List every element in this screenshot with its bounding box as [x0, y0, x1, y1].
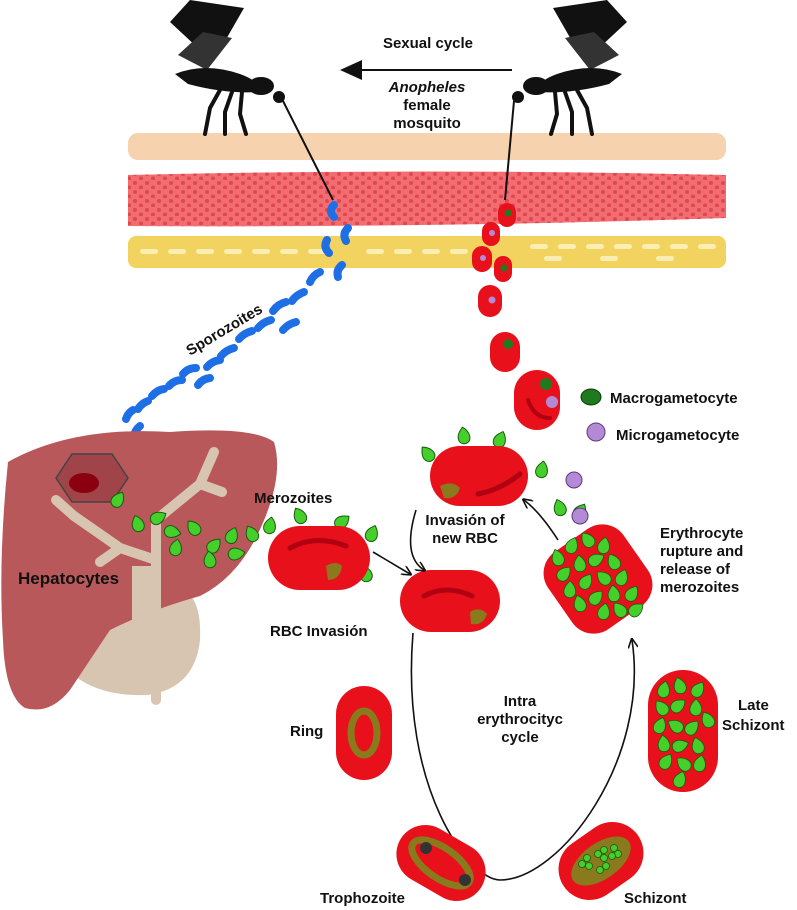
merozoites-label: Merozoites — [254, 490, 332, 507]
arrow-rupture-to-new-rbc — [524, 500, 559, 541]
skin-dermis-layer — [128, 171, 726, 227]
hepatocytes-label: Hepatocytes — [18, 569, 119, 588]
ring-label: Ring — [290, 723, 323, 740]
female-label: female — [403, 97, 451, 114]
sexual-cycle-label: Sexual cycle — [383, 35, 473, 52]
intra-label-line1: Intra — [504, 693, 537, 710]
schizont-label: Schizont — [624, 890, 687, 907]
arrow-to-rbc-invasion — [372, 551, 410, 574]
microgametocyte-label: Microgametocyte — [616, 427, 739, 444]
rupturing-erythrocyte-cell — [543, 524, 653, 634]
rupture-label-line2: rupture and — [660, 543, 743, 560]
released-microgametocytes — [565, 471, 589, 525]
intra-label-line3: cycle — [501, 729, 539, 746]
schizont-stage-cell — [558, 821, 644, 901]
new-rbc-cell — [430, 446, 528, 506]
legend-macrogametocyte: Macrogametocyte — [580, 388, 738, 407]
ring-stage-cell — [336, 686, 392, 780]
mosquito-label: mosquito — [393, 115, 461, 132]
macrogametocyte-label: Macrogametocyte — [610, 390, 738, 407]
rupture-label-line3: release of — [660, 561, 731, 578]
rupture-label-line4: merozoites — [660, 579, 739, 596]
mosquito-left-icon — [170, 0, 334, 201]
skin-epidermis-layer — [128, 133, 726, 160]
invasion-new-rbc-label-line2: new RBC — [432, 530, 498, 547]
rupture-label-line1: Erythrocyte — [660, 525, 743, 542]
late-schizont-label-line1: Late — [738, 697, 769, 714]
trophozoite-stage-cell — [396, 825, 486, 901]
skin-fat-layer — [128, 236, 726, 268]
invasion-new-rbc-label-line1: Invasión of — [425, 512, 505, 529]
sexual-cycle-arrow — [340, 60, 512, 80]
arrow-new-rbc-to-invasion — [409, 509, 424, 570]
gametocyte-rbc-trail — [472, 203, 560, 430]
anopheles-label: Anopheles — [388, 79, 466, 96]
rbc-being-invaded — [268, 526, 370, 590]
mosquito-right-icon — [504, 0, 627, 201]
intra-label-line2: erythrocityc — [477, 711, 563, 728]
late-schizont-cell — [648, 670, 718, 792]
rbc-invasion-cell — [400, 570, 500, 632]
trophozoite-label: Trophozoite — [320, 890, 405, 907]
intra-erythrocytic-cycle-arrow — [410, 632, 634, 881]
late-schizont-label-line2: Schizont — [722, 717, 785, 734]
hepatocyte-cell — [55, 453, 129, 503]
rbc-invasion-label: RBC Invasión — [270, 623, 368, 640]
legend-microgametocyte: Microgametocyte — [586, 422, 739, 444]
